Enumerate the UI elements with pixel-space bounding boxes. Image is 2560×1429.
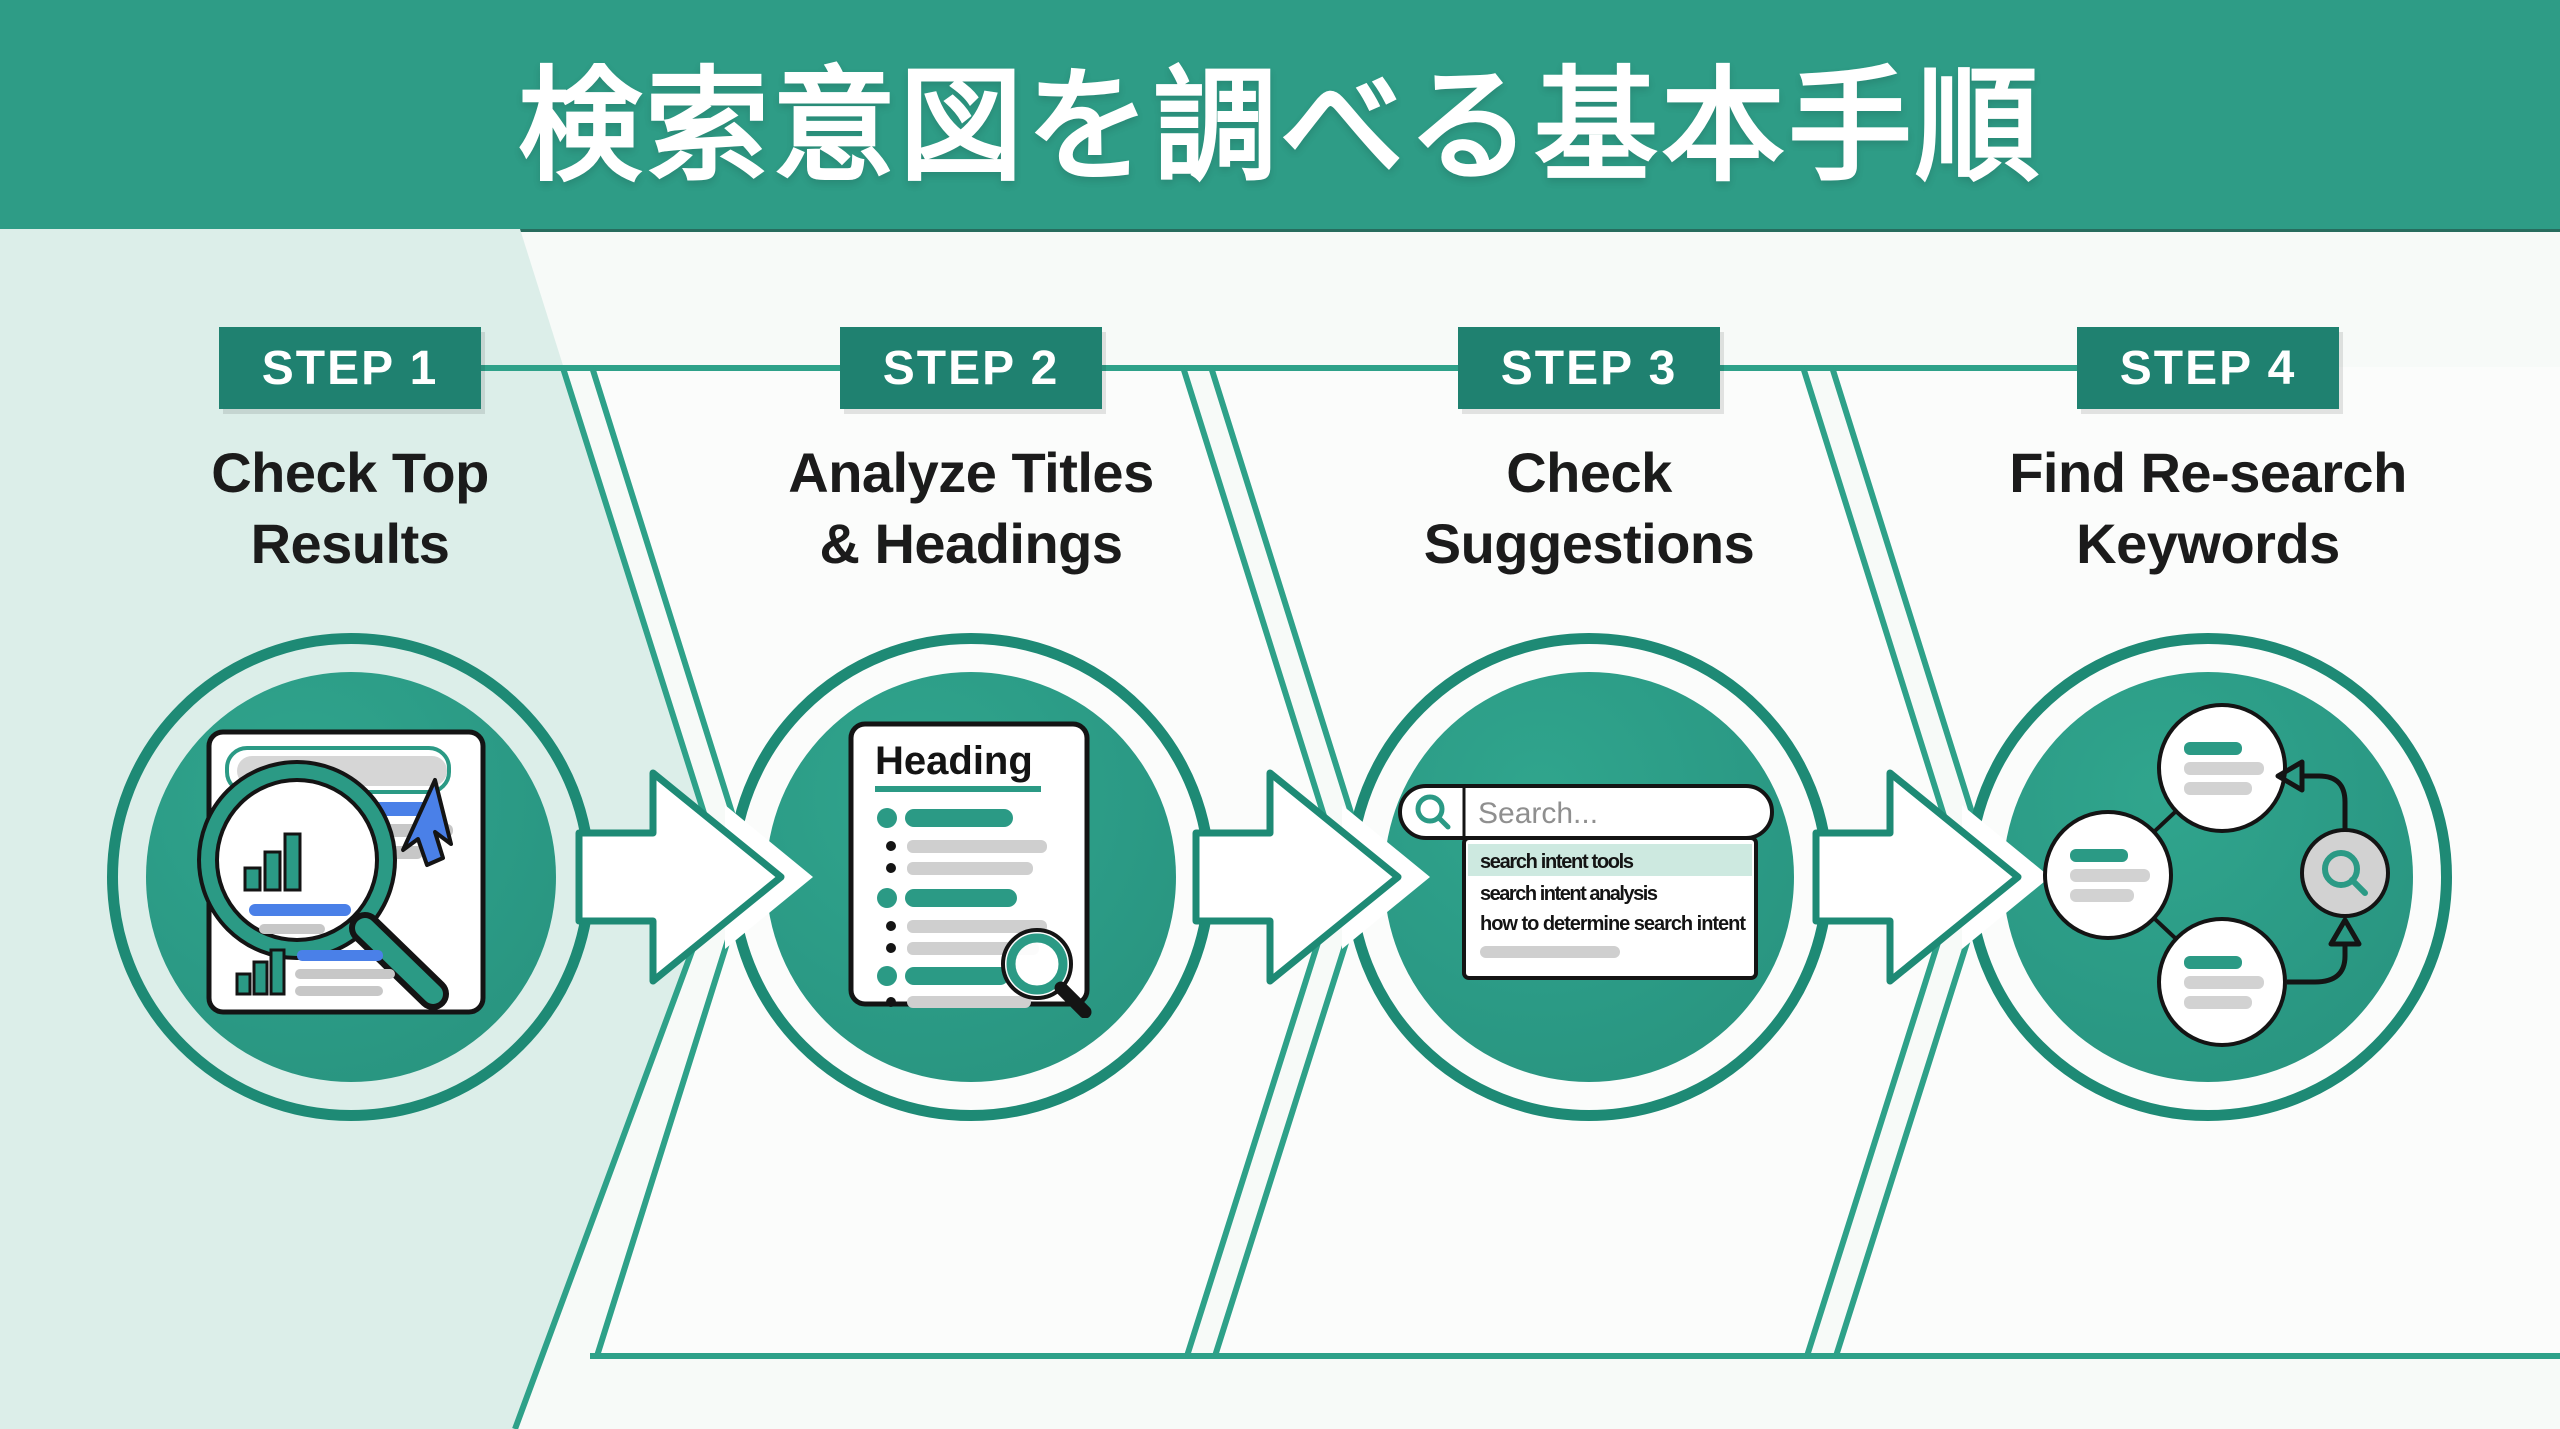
search-icon: [1415, 794, 1445, 824]
arrow-body: [1192, 769, 1402, 985]
suggestion-item[interactable]: search intent analysis: [1480, 883, 1658, 905]
search-suggestions-icon: Search... search intent tools search int…: [1398, 784, 1774, 980]
magnifier-handle: [355, 918, 443, 1004]
result-link-line: [297, 950, 383, 961]
keyword-node: [2157, 703, 2287, 833]
magnifier-handle: [1054, 981, 1092, 1018]
bar-chart-bar: [283, 832, 302, 892]
suggestion-item[interactable]: how to determine search intent: [1480, 913, 1746, 935]
search-node: [2300, 828, 2390, 918]
step4-badge: STEP 4: [2077, 327, 2339, 409]
h3-bar: [907, 840, 1047, 853]
step1-badge: STEP 1: [219, 327, 481, 409]
flow-arrow-2: [1192, 769, 1430, 985]
h2-bar: [905, 967, 1009, 985]
h3-dot: [886, 921, 896, 931]
suggestion-ghost-bar: [1480, 946, 1620, 958]
h2-bullet: [877, 808, 897, 828]
search-icon: [2322, 850, 2360, 888]
h3-dot: [886, 863, 896, 873]
bar-chart-bar: [269, 948, 286, 996]
suggestion-item[interactable]: search intent tools: [1480, 851, 1634, 873]
search-icon-handle: [2349, 877, 2368, 896]
step3-badge: STEP 3: [1458, 327, 1720, 409]
bar-chart-bar: [252, 960, 269, 996]
cycle-arrowhead-left: [2275, 759, 2305, 793]
page-title: 検索意図を調べる基本手順: [517, 57, 2042, 196]
keyword-cluster-cycle-icon: [2043, 703, 2390, 1047]
cursor-icon: [401, 778, 453, 867]
h3-dot: [886, 997, 896, 1007]
flow-arrow-1: [575, 769, 813, 985]
heading-outline-document-icon: Heading: [848, 721, 1092, 1018]
step1-title: Check Top Results: [211, 441, 489, 575]
keyword-node: [2043, 810, 2173, 940]
suggestion-highlight: [1468, 844, 1752, 876]
h2-bar: [905, 809, 1013, 827]
h2-bar: [905, 889, 1017, 907]
search-icon-handle: [1436, 815, 1451, 830]
arrow-body: [1812, 769, 2022, 985]
heading-underline: [875, 786, 1041, 792]
lens-text-line: [259, 924, 325, 934]
serp-document-magnifier-icon: [197, 729, 486, 1015]
h3-bar: [907, 920, 1047, 933]
search-placeholder: Search...: [1478, 797, 1598, 830]
lens-inner-outline: [215, 778, 379, 942]
lens-outer-outline: [197, 760, 397, 960]
result-text-line: [295, 969, 395, 979]
step3-title: Check Suggestions: [1423, 441, 1755, 575]
result-text-line: [295, 986, 383, 996]
bar-chart-bar: [263, 850, 282, 892]
keyword-node: [2157, 917, 2287, 1047]
h3-dot: [886, 841, 896, 851]
lens-teal-ring: [199, 762, 395, 958]
h3-bar: [907, 996, 1031, 1008]
flow-arrow-3: [1812, 769, 2050, 985]
bar-chart-bar: [243, 866, 262, 892]
cycle-arrowhead-up: [2328, 917, 2362, 947]
doc-heading-text: Heading: [875, 739, 1033, 783]
header-banner: 検索意図を調べる基本手順: [0, 0, 2560, 232]
h3-bar: [907, 862, 1033, 875]
lens-link-line: [249, 904, 351, 916]
h2-bullet: [877, 888, 897, 908]
cycle-arrow-bottom: [2287, 944, 2348, 985]
step4-title: Find Re-search Keywords: [2009, 441, 2407, 575]
cycle-arrow-top: [2302, 773, 2348, 830]
bar-chart-bar: [235, 972, 252, 996]
step2-title: Analyze Titles & Headings: [788, 441, 1154, 575]
h2-bullet: [877, 966, 897, 986]
arrow-body: [575, 769, 785, 985]
magnifier-teal-ring: [1006, 933, 1068, 995]
step2-badge: STEP 2: [840, 327, 1102, 409]
h3-dot: [886, 943, 896, 953]
